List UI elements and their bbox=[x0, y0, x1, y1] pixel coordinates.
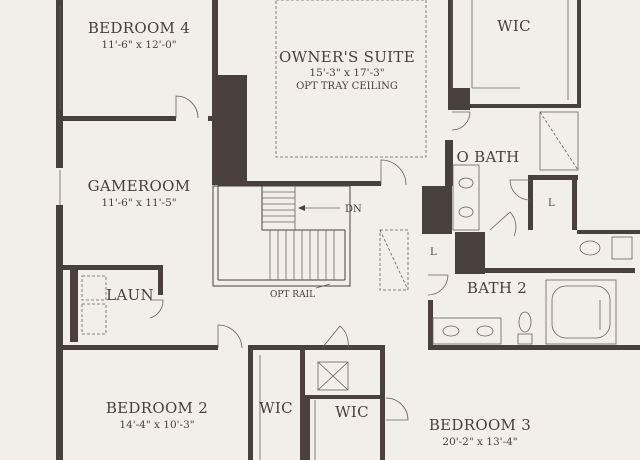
doors bbox=[149, 95, 601, 421]
laun-label: LAUN bbox=[106, 286, 154, 304]
bedroom3-dims: 20'-2" x 13'-4" bbox=[442, 436, 517, 448]
owners-suite-label: OWNER'S SUITE bbox=[279, 48, 415, 66]
wic-bed3-label: WIC bbox=[335, 403, 369, 421]
bedroom2-dims: 14'-4" x 10'-3" bbox=[119, 419, 194, 431]
walls bbox=[56, 0, 640, 460]
gameroom-dims: 11'-6" x 11'-5" bbox=[101, 197, 176, 209]
interior-lines bbox=[59, 0, 633, 460]
o-bath-label: O BATH bbox=[457, 148, 520, 166]
bedroom2-label: BEDROOM 2 bbox=[106, 399, 208, 417]
opt-rail-label: OPT RAIL bbox=[270, 290, 315, 300]
stairs-dn-label: DN bbox=[345, 204, 362, 215]
bedroom4-dims: 11'-6" x 12'-0" bbox=[101, 39, 176, 51]
bath2-label: BATH 2 bbox=[467, 279, 527, 297]
owners-suite-dims: 15'-3" x 17'-3" bbox=[309, 67, 384, 79]
gameroom-label: GAMEROOM bbox=[88, 177, 191, 195]
linen-closet-label-1: L bbox=[548, 198, 555, 209]
owners-suite-note: OPT TRAY CEILING bbox=[296, 81, 398, 92]
wic-bed2-label: WIC bbox=[259, 399, 293, 417]
wic-owner-label: WIC bbox=[497, 17, 531, 35]
linen-closet-label-2: L bbox=[430, 247, 437, 258]
bedroom4-label: BEDROOM 4 bbox=[88, 19, 190, 37]
bedroom3-label: BEDROOM 3 bbox=[429, 416, 531, 434]
